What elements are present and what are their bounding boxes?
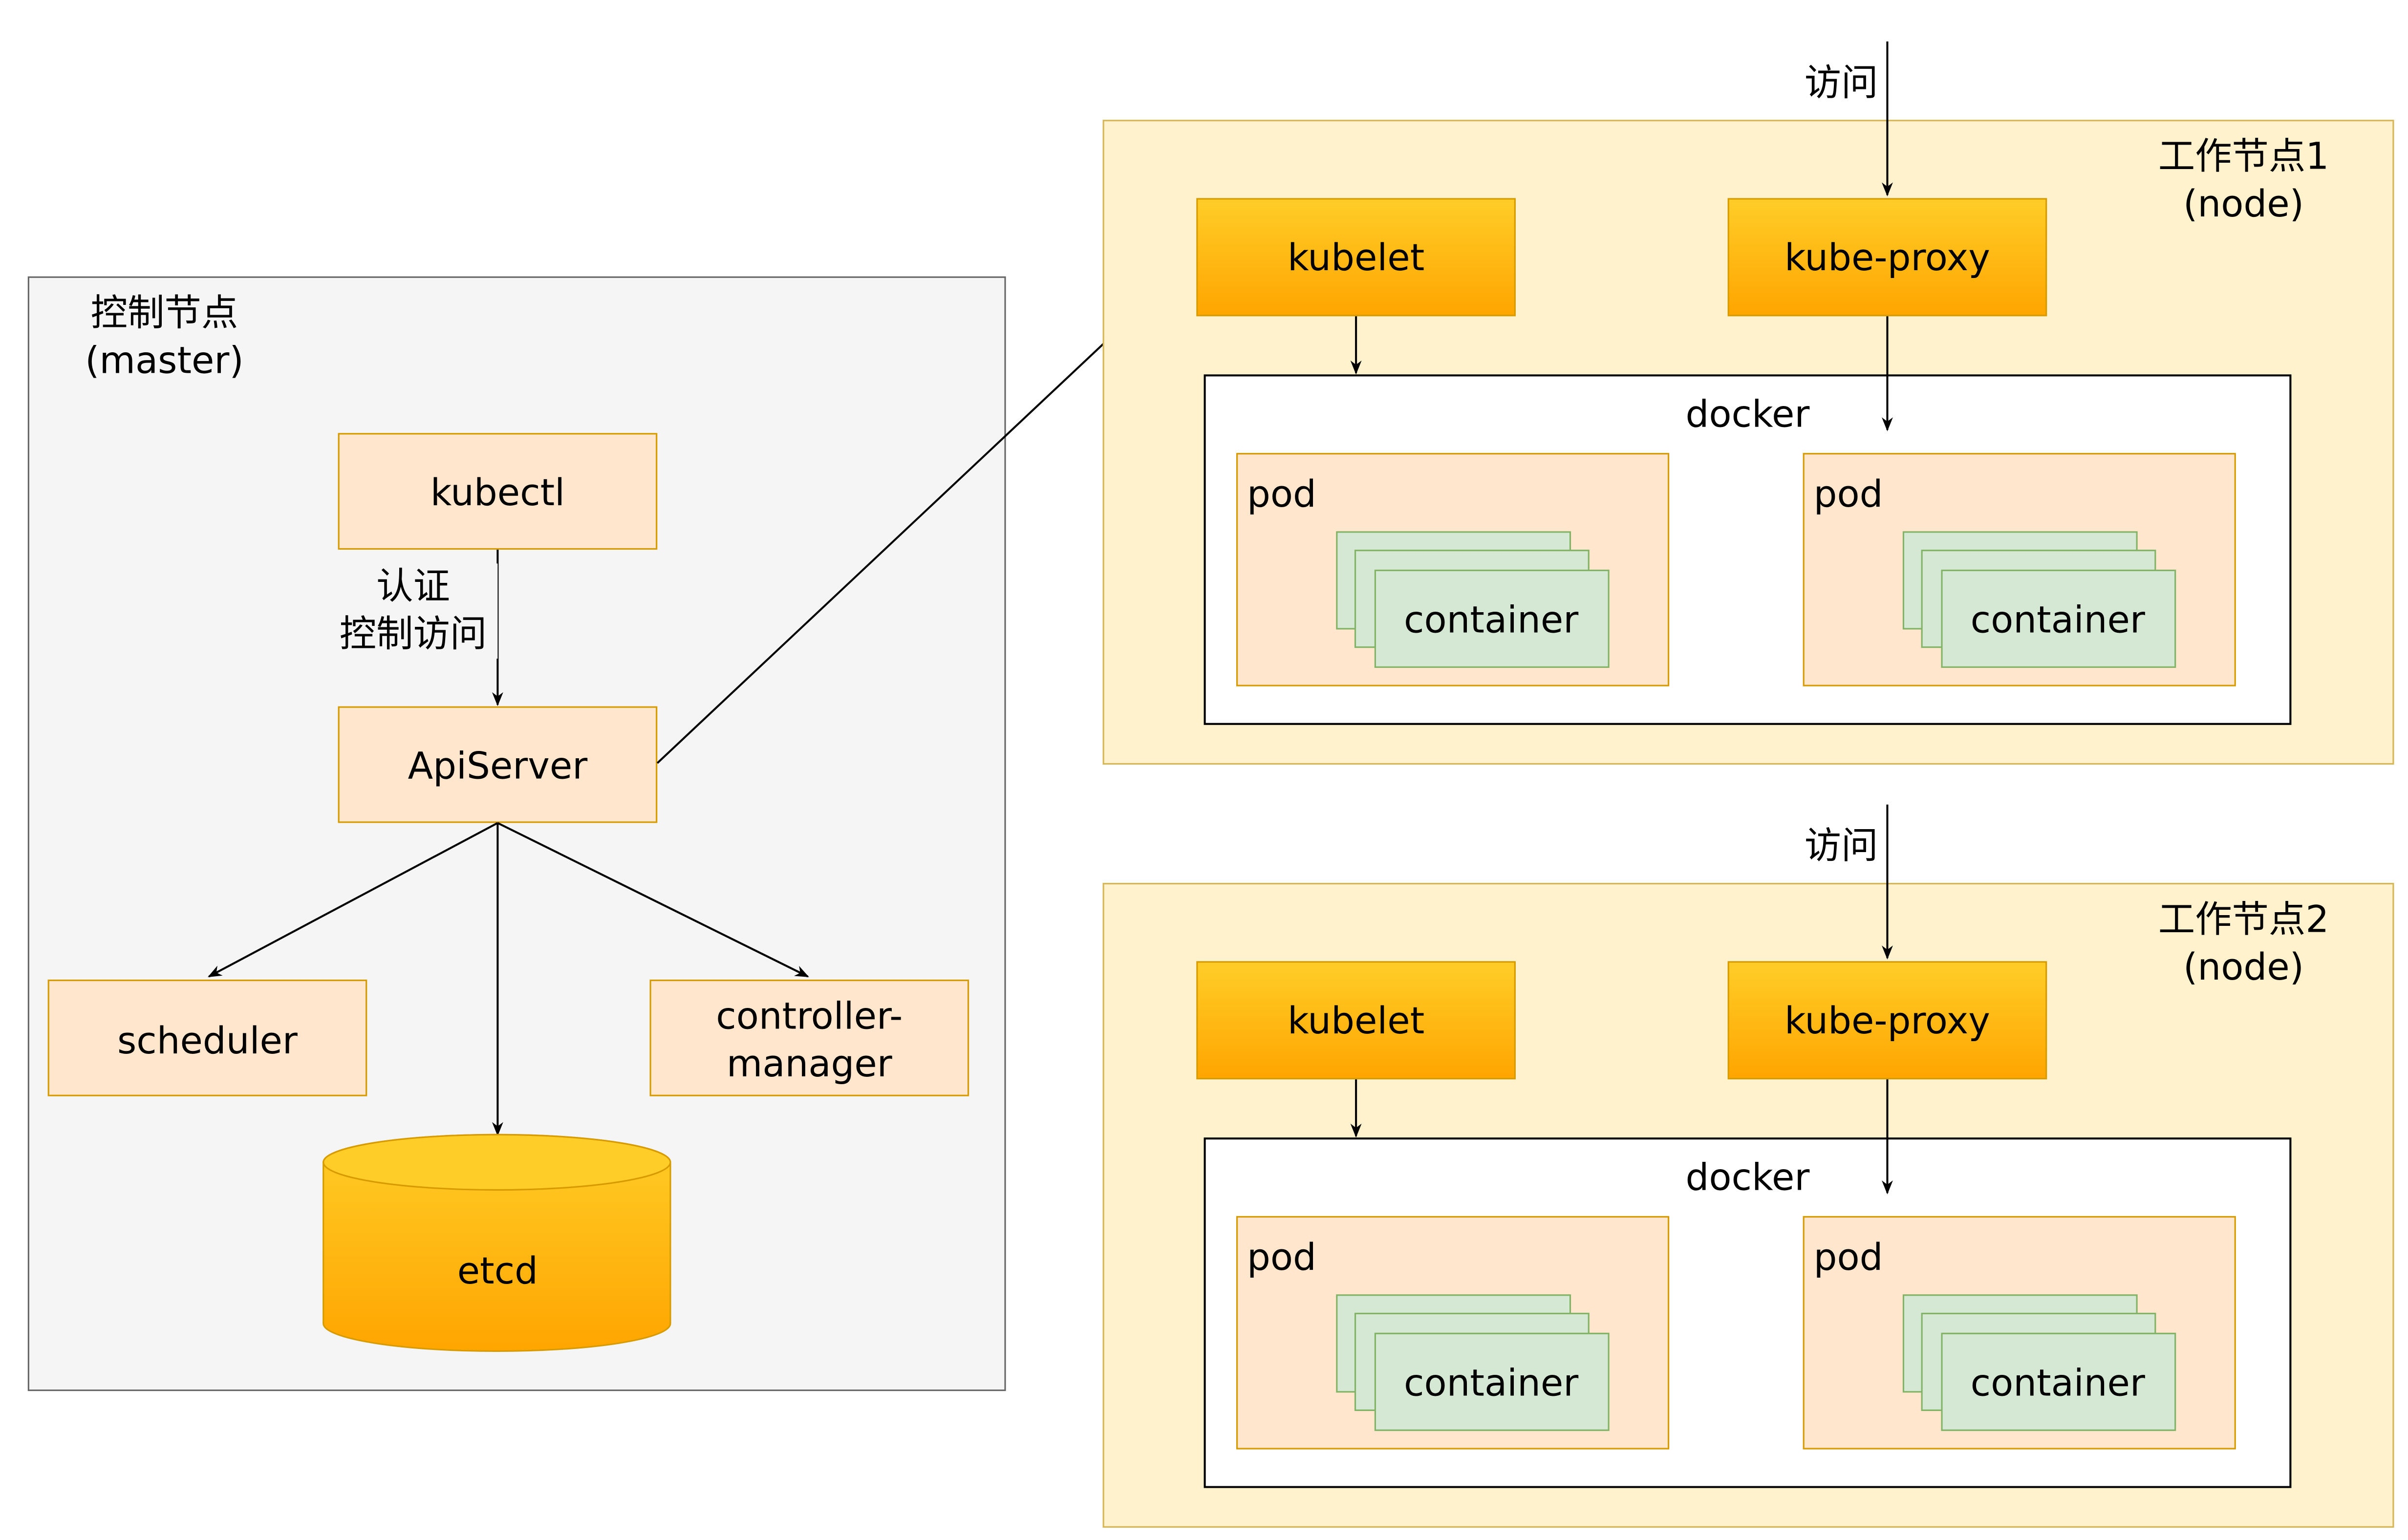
controller-manager-box[interactable]: controller- manager bbox=[649, 979, 969, 1096]
node1-pod-1[interactable]: pod container bbox=[1236, 453, 1670, 686]
node1-pod1-container-stack[interactable]: container bbox=[1336, 531, 1610, 668]
node2-kube-proxy-label: kube-proxy bbox=[1784, 999, 1990, 1042]
worker-node-2: 访问 工作节点2 (node) kubelet kube-proxy docke… bbox=[1102, 804, 2394, 1528]
controller-label-line1: controller- bbox=[716, 995, 903, 1038]
node2-access-edge: 访问 bbox=[1800, 804, 1893, 960]
apiserver-box[interactable]: ApiServer bbox=[338, 706, 658, 823]
etcd-label: etcd bbox=[457, 1249, 538, 1292]
node1-pod1-label: pod bbox=[1247, 472, 1316, 515]
node1-pod-2[interactable]: pod container bbox=[1803, 453, 2236, 686]
master-node: 控制节点 (master) kubectl 认证 控制访问 ApiServer … bbox=[27, 276, 1006, 1391]
node2-title-line1: 工作节点2 bbox=[2158, 898, 2329, 941]
edge-kubectl-apiserver: 认证 控制访问 bbox=[332, 550, 503, 706]
node2-pod-1[interactable]: pod container bbox=[1236, 1216, 1670, 1450]
worker-node-1: 访问 工作节点1 (node) kubelet kube-proxy docke… bbox=[1102, 41, 2394, 765]
apiserver-label: ApiServer bbox=[408, 744, 588, 787]
edge-apiserver-scheduler bbox=[208, 822, 498, 978]
master-title-line2: (master) bbox=[85, 339, 244, 382]
node2-kube-proxy-box[interactable]: kube-proxy bbox=[1727, 961, 2047, 1080]
node1-pod2-container-stack[interactable]: container bbox=[1902, 531, 2176, 668]
node2-docker-label: docker bbox=[1686, 1155, 1810, 1198]
auth-label-line2: 控制访问 bbox=[340, 612, 487, 655]
node2-title-line2: (node) bbox=[2183, 945, 2304, 988]
node2-pod1-container-label: container bbox=[1404, 1362, 1578, 1405]
auth-label-line1: 认证 bbox=[376, 565, 450, 608]
scheduler-label: scheduler bbox=[117, 1019, 298, 1062]
node2-pod1-label: pod bbox=[1247, 1236, 1316, 1279]
edge-apiserver-controller bbox=[497, 822, 809, 978]
node1-title-line2: (node) bbox=[2183, 182, 2304, 225]
node1-pod2-container-label: container bbox=[1971, 599, 2145, 642]
etcd-cylinder[interactable]: etcd bbox=[322, 1134, 671, 1352]
node2-pod-2[interactable]: pod container bbox=[1803, 1216, 2236, 1450]
node2-kubelet-box[interactable]: kubelet bbox=[1196, 961, 1516, 1080]
kubectl-box[interactable]: kubectl bbox=[338, 433, 658, 550]
master-title-line1: 控制节点 bbox=[91, 291, 238, 334]
node1-kube-proxy-box[interactable]: kube-proxy bbox=[1727, 198, 2047, 317]
node1-title-line1: 工作节点1 bbox=[2158, 135, 2329, 178]
node1-kubelet-box[interactable]: kubelet bbox=[1196, 198, 1516, 317]
node1-access-edge: 访问 bbox=[1800, 41, 1893, 196]
kubectl-label: kubectl bbox=[430, 471, 565, 514]
node2-pod2-container-label: container bbox=[1971, 1362, 2145, 1405]
node2-access-label: 访问 bbox=[1805, 824, 1878, 867]
node2-kubelet-label: kubelet bbox=[1288, 999, 1424, 1042]
node2-pod2-container-stack[interactable]: container bbox=[1902, 1294, 2176, 1431]
node1-kubelet-label: kubelet bbox=[1288, 236, 1424, 279]
node1-pod2-label: pod bbox=[1814, 472, 1883, 515]
node1-docker-label: docker bbox=[1686, 393, 1810, 436]
node2-pod1-container-stack[interactable]: container bbox=[1336, 1294, 1610, 1431]
node1-pod1-container-label: container bbox=[1404, 599, 1578, 642]
scheduler-box[interactable]: scheduler bbox=[47, 979, 367, 1096]
controller-label-line2: manager bbox=[727, 1042, 892, 1085]
node1-access-label: 访问 bbox=[1805, 61, 1878, 104]
node1-kube-proxy-label: kube-proxy bbox=[1784, 236, 1990, 279]
node2-pod2-label: pod bbox=[1814, 1236, 1883, 1279]
